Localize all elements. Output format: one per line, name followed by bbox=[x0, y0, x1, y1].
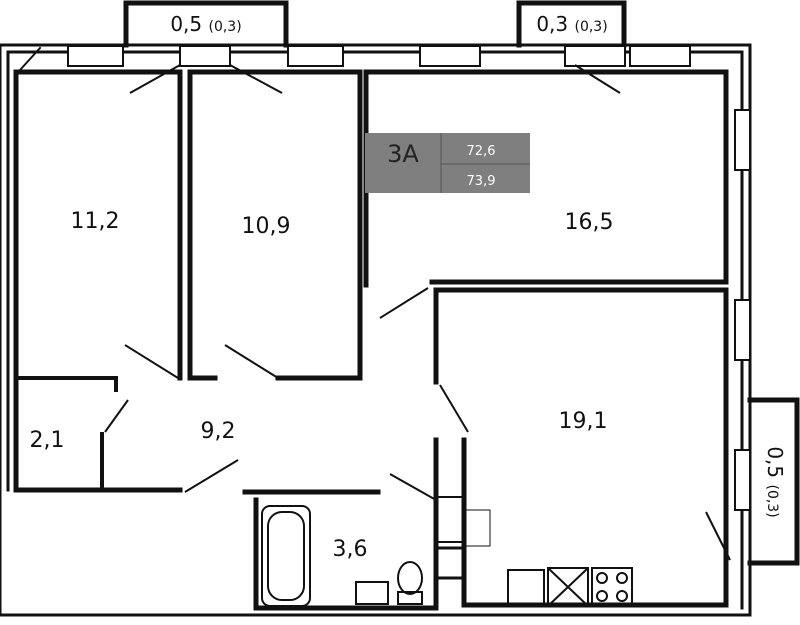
toilet bbox=[397, 561, 423, 595]
room-area-living-room: 16,5 bbox=[565, 210, 614, 235]
room-area-bedroom-middle: 10,9 bbox=[242, 214, 291, 239]
balcony-top-left: 0,5 (0,3) bbox=[123, 0, 289, 48]
fixtures bbox=[261, 505, 633, 607]
svg-text:0,5 (0,3): 0,5 (0,3) bbox=[170, 12, 241, 36]
balcony-right: 0,5 (0,3) bbox=[747, 397, 800, 566]
door-swings bbox=[104, 64, 731, 561]
windows bbox=[67, 45, 751, 511]
apartment-area-total: 72,6 bbox=[467, 144, 496, 159]
sink bbox=[355, 581, 389, 605]
kitchen-sink bbox=[507, 569, 545, 607]
dishwasher bbox=[547, 567, 589, 607]
room-area-bedroom-left: 11,2 bbox=[71, 209, 120, 234]
svg-text:0,5 (0,3): 0,5 (0,3) bbox=[763, 446, 787, 517]
bathtub bbox=[261, 505, 311, 607]
stove bbox=[591, 567, 633, 607]
room-area-hallway: 9,2 bbox=[201, 419, 236, 444]
interior-walls bbox=[13, 69, 729, 611]
apartment-area-balcony: 73,9 bbox=[467, 174, 496, 189]
balcony-top-right: 0,3 (0,3) bbox=[516, 0, 627, 48]
apartment-label: 3A 72,6 73,9 bbox=[365, 133, 530, 193]
svg-text:0,3 (0,3): 0,3 (0,3) bbox=[536, 12, 607, 36]
apartment-type: 3A bbox=[387, 140, 419, 168]
room-area-kitchen-living: 19,1 bbox=[559, 409, 608, 434]
room-area-storage: 2,1 bbox=[30, 428, 65, 453]
room-area-bathroom: 3,6 bbox=[333, 537, 368, 562]
outer-walls bbox=[0, 43, 752, 617]
